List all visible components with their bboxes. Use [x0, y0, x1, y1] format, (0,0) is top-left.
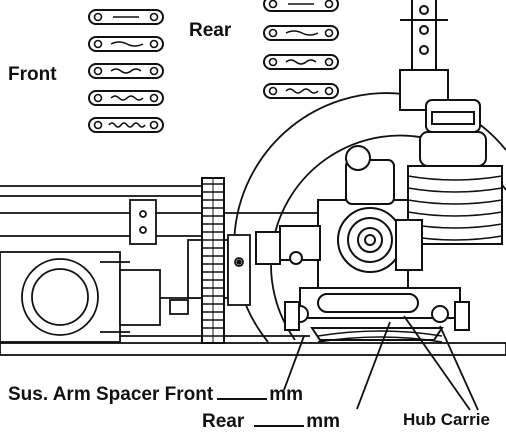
rear-spacer-unit: mm [306, 411, 341, 432]
rear-spacer-blank [254, 409, 305, 427]
front-spacer-link-icon [88, 63, 164, 79]
hub-carrier-label: Hub Carrie [403, 410, 490, 429]
front-spacer-link-icon [88, 117, 164, 133]
leader-lines [283, 315, 479, 411]
front-spacer-unit: mm [269, 384, 303, 405]
rear-spacer-links [263, 0, 339, 99]
sus-arm-spacer-rear-text: Rear [202, 411, 245, 432]
rear-spacers-label: Rear [189, 20, 232, 41]
motor [0, 251, 161, 343]
rear-spacer-link-icon [263, 0, 339, 12]
sus-arm-spacer-rear-label: Rear mm [202, 409, 340, 433]
rear-spacer-link-icon [263, 25, 339, 41]
hub-carrier-assembly [255, 145, 470, 343]
front-spacer-blank [217, 382, 268, 400]
shock-absorber [407, 99, 503, 245]
sus-arm-spacer-front-text: Sus. Arm Spacer Front [8, 384, 214, 405]
rear-spacer-link-icon [263, 54, 339, 70]
front-spacers-label: Front [8, 64, 57, 85]
sus-arm-spacer-front-label: Sus. Arm Spacer Front mm [8, 382, 303, 406]
spur-gear [201, 177, 225, 344]
front-spacer-link-icon [88, 9, 164, 25]
shock-tower-post [399, 0, 449, 111]
front-spacer-links [88, 9, 164, 133]
front-spacer-link-icon [88, 90, 164, 106]
front-spacer-link-icon [88, 36, 164, 52]
rear-spacer-link-icon [263, 83, 339, 99]
